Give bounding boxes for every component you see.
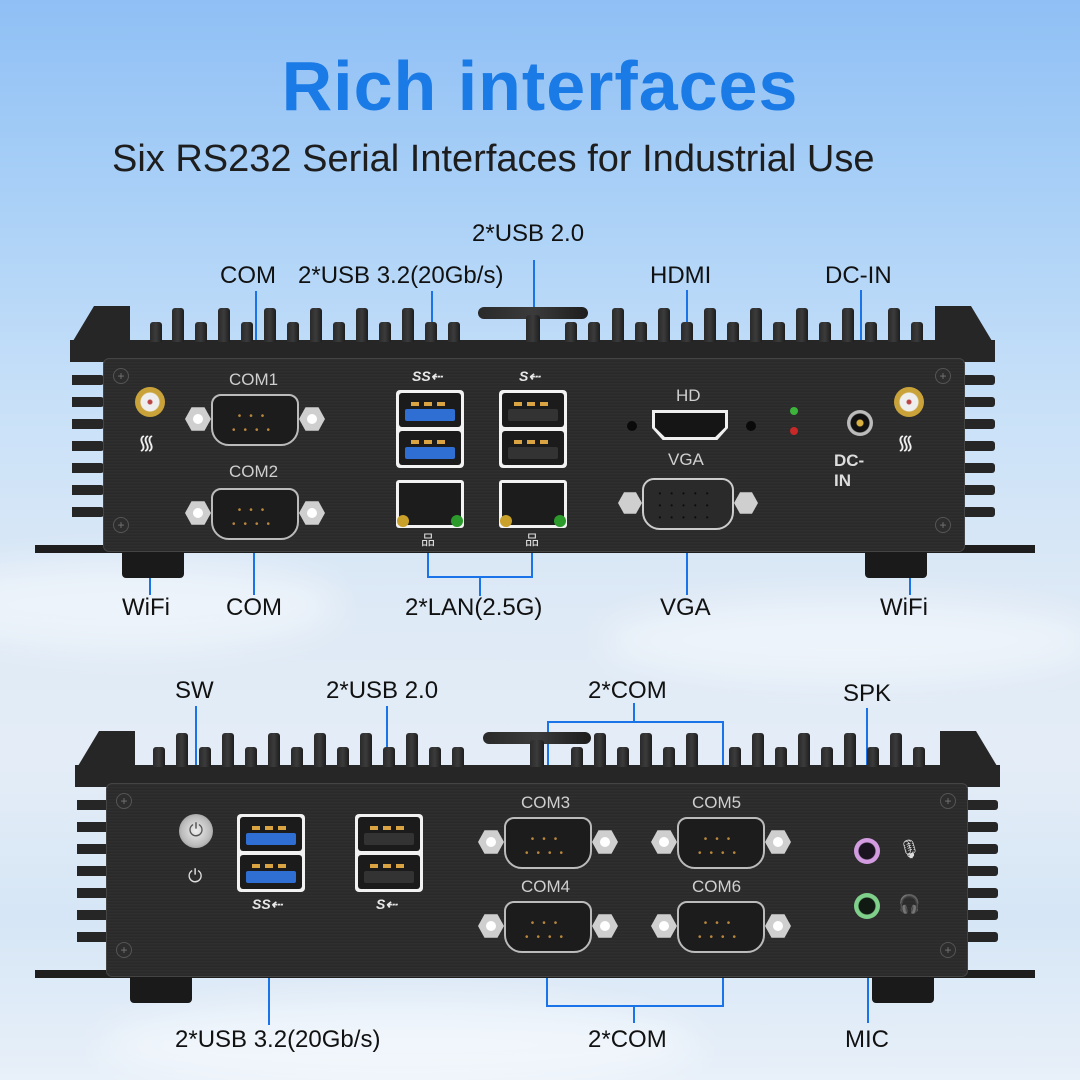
leader-line [722,721,724,791]
panel-label-com3: COM3 [521,793,571,812]
usb3-icon: SS⇠ [412,368,443,384]
microphone-icon: 🎙 [898,839,921,859]
hdmi-screw-hole [746,421,756,431]
callout-dcin: DC-IN [825,262,892,289]
panel-label-com5: COM5 [692,793,742,812]
panel-label-com2: COM2 [229,462,279,481]
callout-vga: VGA [660,594,711,621]
com2-port: ••••••• [185,486,325,542]
callout-usb32-bottom: 2*USB 3.2(20Gb/s) [175,1026,381,1053]
com5-port: ••••••• [651,815,791,871]
callout-wifi-right: WiFi [880,594,928,621]
rubber-foot [872,975,934,1003]
screw-icon: + [116,793,132,809]
leader-line [547,721,723,723]
leader-line [633,703,635,723]
callout-usb32-top: 2*USB 3.2(20Gb/s) [298,262,504,289]
heatsink-base [70,340,995,362]
screw-icon: + [940,942,956,958]
callout-com-bottom: COM [226,594,282,621]
rubber-foot [122,550,184,578]
leader-line [195,706,197,816]
leader-line [253,540,255,595]
com3-port: ••••••• [478,815,618,871]
leader-line [633,1005,635,1023]
callout-com-top-pair: 2*COM [588,677,667,704]
leader-line [255,291,257,371]
callout-usb20-bottom: 2*USB 2.0 [326,677,439,704]
heatsink-base [75,765,1000,787]
power-led [790,407,798,415]
hdmi-port [652,410,728,440]
page-subtitle: Six RS232 Serial Interfaces for Industri… [112,138,875,180]
screw-icon: + [116,942,132,958]
usb20-ports [499,390,567,468]
callout-spk: SPK [843,680,892,707]
mic-jack [854,838,880,864]
rubber-foot [865,550,927,578]
heatsink-corner [75,731,135,771]
usb32-ports-rear [237,814,305,892]
leader-line [686,535,688,595]
hdmi-screw-hole [627,421,637,431]
usb3-icon: SS⇠ [252,896,283,912]
lan-port-2 [499,480,567,528]
panel-label-com6: COM6 [692,877,742,896]
callout-mic: MIC [845,1026,889,1053]
usb20-ports-rear [355,814,423,892]
panel-label-com1: COM1 [229,370,279,389]
power-button[interactable]: ⏻ [179,814,213,848]
panel-label-vga: VGA [668,450,704,469]
panel-label-hd: HD [676,386,701,405]
leader-line [479,576,481,596]
usb2-icon: S⇠ [519,368,541,384]
leader-line [546,1005,724,1007]
callout-hdmi: HDMI [650,262,712,289]
leader-line [547,721,549,791]
vga-port: ••••••••••••••• [618,478,758,530]
com6-port: ••••••• [651,899,791,955]
heatsink-corner [940,731,1000,771]
usb2-icon: S⇠ [376,896,398,912]
leader-line [546,958,548,1006]
page-title: Rich interfaces [281,47,799,125]
callout-sw: SW [175,677,214,704]
rubber-foot [130,975,192,1003]
hdd-led [790,427,798,435]
lan-icon: 品 [421,532,435,548]
leader-line [531,550,533,578]
headphone-icon: 🎧 [898,894,921,914]
callout-com-top: COM [220,262,276,289]
speaker-jack [854,893,880,919]
lan-icon: 品 [525,532,539,548]
callout-lan: 2*LAN(2.5G) [405,594,543,621]
heatsink-corner [935,306,995,346]
callout-wifi-left: WiFi [122,594,170,621]
screw-icon: + [113,517,129,533]
heatsink-corner [70,306,130,346]
power-icon: ⏻ [188,866,203,886]
wifi-icon: ᯾ [138,432,156,454]
screw-icon: + [935,517,951,533]
panel-label-com4: COM4 [521,877,571,896]
lan-port-1 [396,480,464,528]
panel-label-dcin: DC-IN [834,451,865,490]
wifi-antenna-connector-right [894,387,924,417]
wifi-antenna-connector-left [135,387,165,417]
screw-icon: + [113,368,129,384]
cloud-decoration [100,1000,700,1080]
com4-port: ••••••• [478,899,618,955]
callout-com-bottom-pair: 2*COM [588,1026,667,1053]
callout-usb20-top: 2*USB 2.0 [472,220,585,247]
leader-line [427,550,429,578]
dc-in-jack [847,410,873,436]
usb32-ports [396,390,464,468]
screw-icon: + [940,793,956,809]
cloud-decoration [600,600,1080,680]
leader-line [722,958,724,1006]
wifi-icon: ᯾ [897,432,915,454]
screw-icon: + [935,368,951,384]
com1-port: ••••••• [185,392,325,448]
